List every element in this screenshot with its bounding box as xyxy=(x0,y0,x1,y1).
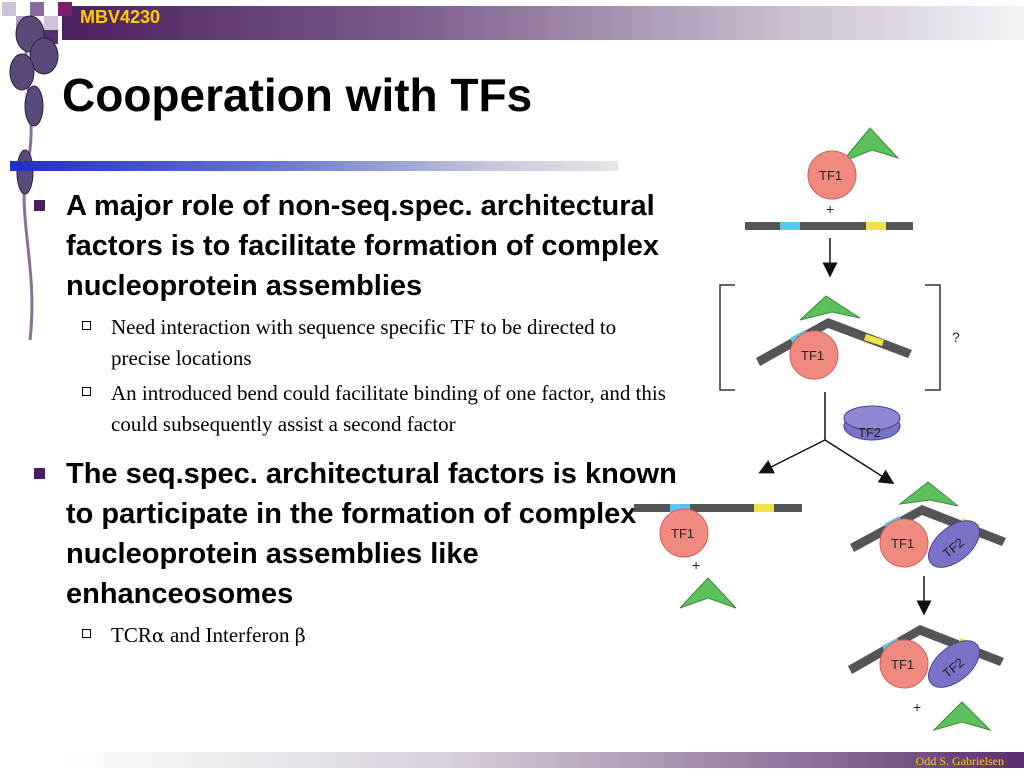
plus-sign: + xyxy=(913,699,921,715)
bullet-list: A major role of non-seq.spec. architectu… xyxy=(30,186,680,656)
ligand-icon xyxy=(932,701,992,732)
sub-bullet-text: TCRα and Interferon β xyxy=(111,623,306,647)
sub-bullet-text: Need interaction with sequence specific … xyxy=(111,315,617,370)
footer-bar xyxy=(62,752,1024,768)
bullet-text: The seq.spec. architectural factors is k… xyxy=(66,458,677,610)
tf1-protein xyxy=(879,639,929,689)
tf1-label: TF1 xyxy=(671,526,694,541)
question-mark: ? xyxy=(952,329,960,345)
decorative-beads xyxy=(2,2,72,341)
dna-site-yellow xyxy=(754,504,774,512)
bullet-marker xyxy=(34,468,45,479)
bracket-left xyxy=(719,284,735,391)
tf2-protein xyxy=(928,520,980,568)
sub-bullet-item: An introduced bend could facilitate bind… xyxy=(30,378,680,440)
arrow-left xyxy=(758,439,826,474)
dna-site-yellow xyxy=(864,334,884,346)
slide-title: Cooperation with TFs xyxy=(62,69,533,121)
arrow-right xyxy=(824,439,895,485)
checkbox-icon xyxy=(82,321,91,330)
bullet-item: A major role of non-seq.spec. architectu… xyxy=(30,186,680,306)
tf1-label: TF1 xyxy=(891,536,914,551)
tf1-protein xyxy=(807,150,857,200)
ligand-icon xyxy=(841,127,900,163)
tf2-label: TF2 xyxy=(858,425,881,440)
deco-square xyxy=(44,16,58,30)
title-rule xyxy=(10,161,618,171)
plus-sign: + xyxy=(692,557,700,573)
dna-site-yellow xyxy=(866,222,886,230)
sub-bullet-text: An introduced bend could facilitate bind… xyxy=(111,381,666,436)
bullet-item: The seq.spec. architectural factors is k… xyxy=(30,454,680,614)
plus-sign: + xyxy=(826,201,834,217)
header-bar xyxy=(62,6,1024,40)
sub-bullet-item: Need interaction with sequence specific … xyxy=(30,312,680,374)
dna-strand xyxy=(634,504,802,512)
ligand-icon xyxy=(898,481,959,507)
tf1-label: TF1 xyxy=(801,348,824,363)
tf1-protein xyxy=(879,518,929,568)
sub-bullet-item: TCRα and Interferon β xyxy=(30,620,680,652)
tf2-protein xyxy=(928,640,980,688)
deco-bead xyxy=(24,85,44,127)
tf1-label: TF1 xyxy=(819,168,842,183)
deco-square xyxy=(30,2,44,16)
bullet-marker xyxy=(34,200,45,211)
ligand-icon xyxy=(799,295,861,321)
checkbox-icon xyxy=(82,629,91,638)
tf1-label: TF1 xyxy=(891,657,914,672)
tf-cooperation-diagram: TF1 + ? TF1 TF2 TF1 + TF1 TF2 TF1 TF2 + xyxy=(634,127,1006,732)
tf2-protein-top xyxy=(843,405,901,431)
dna-site-blue xyxy=(780,222,800,230)
tf1-protein xyxy=(659,508,709,558)
dna-site-blue xyxy=(670,504,690,512)
course-code: MBV4230 xyxy=(80,7,161,27)
deco-square xyxy=(58,2,72,16)
footer-author: Odd S. Gabrielsen xyxy=(915,754,1004,768)
bracket-right xyxy=(925,284,941,391)
deco-bead xyxy=(9,53,35,91)
deco-bead xyxy=(29,37,59,75)
dna-strand xyxy=(745,222,913,230)
tf1-protein xyxy=(789,330,839,380)
deco-square xyxy=(2,2,16,16)
checkbox-icon xyxy=(82,387,91,396)
ligand-icon xyxy=(679,577,737,609)
bullet-text: A major role of non-seq.spec. architectu… xyxy=(66,190,659,302)
